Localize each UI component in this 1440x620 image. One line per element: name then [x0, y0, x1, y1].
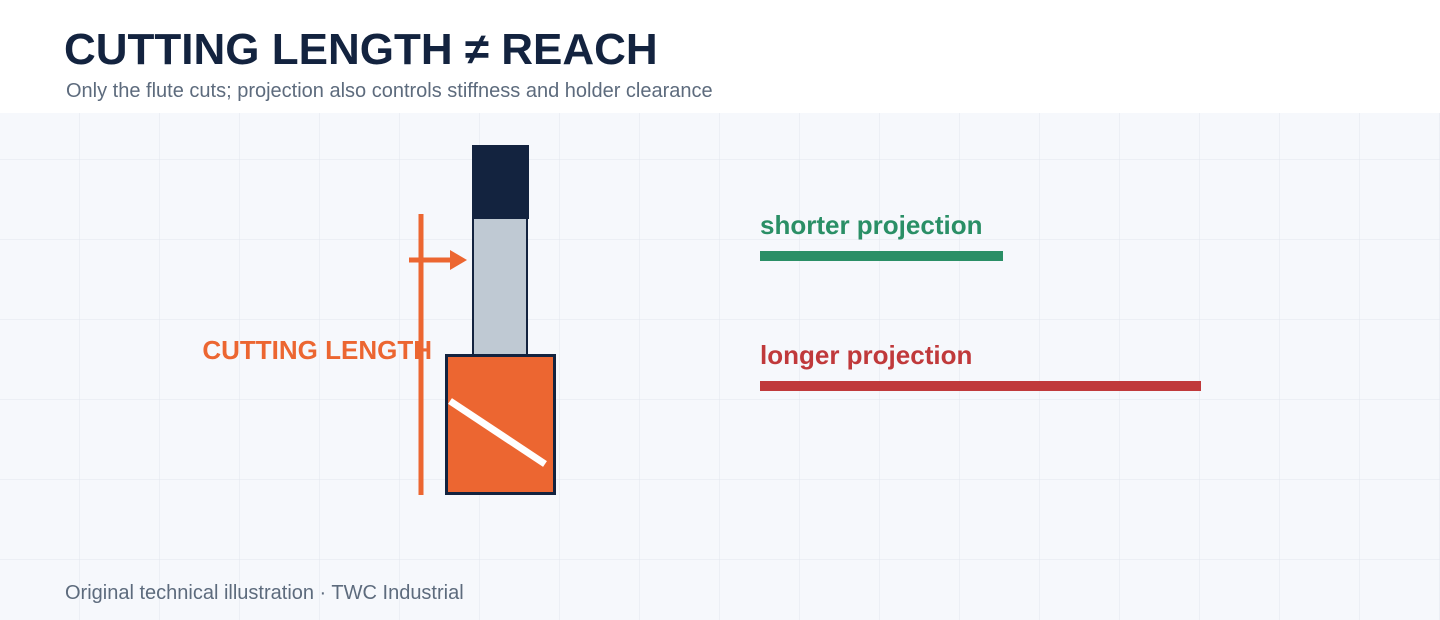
shorter-projection-bar: [760, 251, 1003, 261]
flute-helix-mark: [448, 398, 547, 467]
footer-credit: Original technical illustration · TWC In…: [65, 582, 464, 604]
shorter-projection-label: shorter projection: [760, 210, 982, 240]
cutting-length-label: CUTTING LENGTH: [202, 335, 432, 365]
longer-projection-bar: [760, 381, 1201, 391]
pointer-arrow-head: [450, 250, 467, 270]
cutting-length-dimension: CUTTING LENGTH: [202, 214, 467, 495]
header: CUTTING LENGTH ≠ REACH Only the flute cu…: [0, 0, 1440, 113]
projection-comparison: shorter projection longer projection: [760, 210, 1201, 391]
longer-projection-label: longer projection: [760, 340, 972, 370]
page-title: CUTTING LENGTH ≠ REACH: [64, 25, 658, 74]
holder-collar: [472, 145, 529, 219]
page-subtitle: Only the flute cuts; projection also con…: [66, 80, 713, 102]
holder-assembly: [445, 145, 556, 495]
tool-shank: [472, 217, 528, 356]
cutting-flute: [445, 354, 556, 495]
grid-background: [0, 113, 1440, 620]
